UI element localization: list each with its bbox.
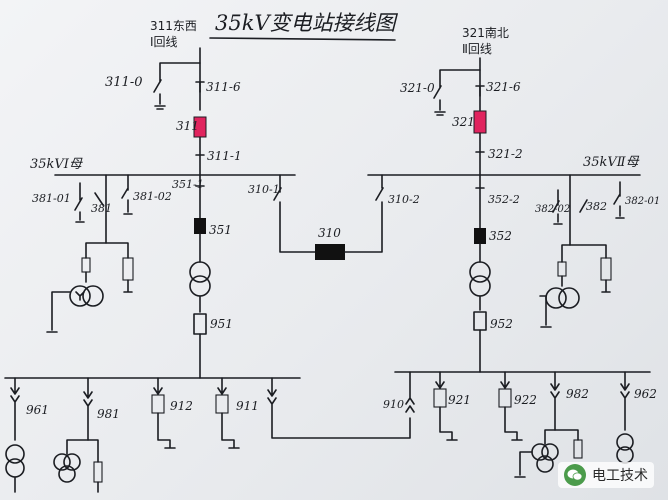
label-952: 952 bbox=[490, 317, 513, 331]
pt-bay-381 bbox=[46, 174, 134, 333]
label-922: 922 bbox=[514, 393, 537, 407]
label-382-01: 382-01 bbox=[625, 196, 660, 207]
label-381-02: 381-02 bbox=[133, 190, 172, 203]
line-321-bay bbox=[433, 57, 487, 176]
label-912: 912 bbox=[170, 399, 193, 413]
breaker-310 bbox=[315, 244, 345, 260]
label-351-1: 351-1 bbox=[172, 178, 204, 191]
label-311-0: 311-0 bbox=[105, 75, 142, 90]
label-911: 911 bbox=[236, 399, 259, 413]
label-981: 981 bbox=[97, 407, 120, 421]
feeder-982 bbox=[514, 371, 583, 478]
bus-2-label: 35kVⅡ母 bbox=[583, 155, 640, 170]
label-311-6: 311-6 bbox=[206, 80, 241, 94]
feeder-961 bbox=[5, 377, 25, 493]
line-1-circuit: Ⅰ回线 bbox=[150, 35, 178, 49]
label-921: 921 bbox=[448, 393, 471, 407]
feeder-921 bbox=[433, 371, 458, 441]
breaker-351 bbox=[194, 218, 206, 234]
label-961: 961 bbox=[26, 403, 49, 417]
title-underline bbox=[209, 37, 396, 41]
label-951: 951 bbox=[210, 317, 233, 331]
feeder-912 bbox=[151, 377, 176, 449]
transformer-bay-351 bbox=[189, 174, 211, 379]
label-352: 352 bbox=[489, 229, 512, 243]
feeder-962 bbox=[616, 371, 634, 464]
watermark-text: 电工技术 bbox=[592, 468, 648, 484]
label-321-6: 321-6 bbox=[486, 80, 521, 94]
breaker-321 bbox=[473, 110, 487, 134]
line-2-circuit: Ⅱ回线 bbox=[462, 42, 492, 56]
label-351: 351 bbox=[209, 223, 232, 237]
label-310-1: 310-1 bbox=[248, 183, 280, 196]
bus-1-label: 35kVⅠ母 bbox=[30, 157, 83, 172]
label-982: 982 bbox=[566, 387, 589, 401]
transformer-bay-352 bbox=[469, 174, 491, 373]
bus-coupler-310 bbox=[273, 174, 384, 260]
label-382: 382 bbox=[586, 200, 607, 213]
label-382-02: 382-02 bbox=[535, 204, 570, 215]
line-311-bay bbox=[153, 47, 207, 176]
label-311-1: 311-1 bbox=[207, 149, 242, 163]
diagram-title: 35kV变电站接线图 bbox=[215, 11, 399, 35]
label-381-01: 381-01 bbox=[32, 192, 71, 205]
label-962: 962 bbox=[634, 387, 657, 401]
watermark: 电工技术 bbox=[558, 462, 654, 488]
pt-bay-382 bbox=[539, 174, 625, 328]
label-310-2: 310-2 bbox=[388, 193, 420, 206]
breaker-352 bbox=[474, 228, 486, 244]
wechat-icon bbox=[564, 464, 586, 486]
feeder-922 bbox=[498, 371, 523, 441]
feeder-981 bbox=[53, 377, 103, 493]
label-321-0: 321-0 bbox=[400, 81, 435, 95]
label-910: 910 bbox=[383, 398, 404, 411]
label-311: 311 bbox=[176, 119, 199, 133]
label-352-2: 352-2 bbox=[488, 193, 520, 206]
line-2-name: 321南北 bbox=[462, 25, 509, 40]
label-310: 310 bbox=[318, 226, 341, 240]
line-1-name: 311东西 bbox=[150, 19, 197, 33]
label-381: 381 bbox=[91, 202, 112, 215]
feeder-911 bbox=[215, 377, 240, 449]
bus-tie-910 bbox=[267, 371, 415, 439]
label-321: 321 bbox=[452, 115, 475, 129]
label-321-2: 321-2 bbox=[488, 147, 523, 161]
